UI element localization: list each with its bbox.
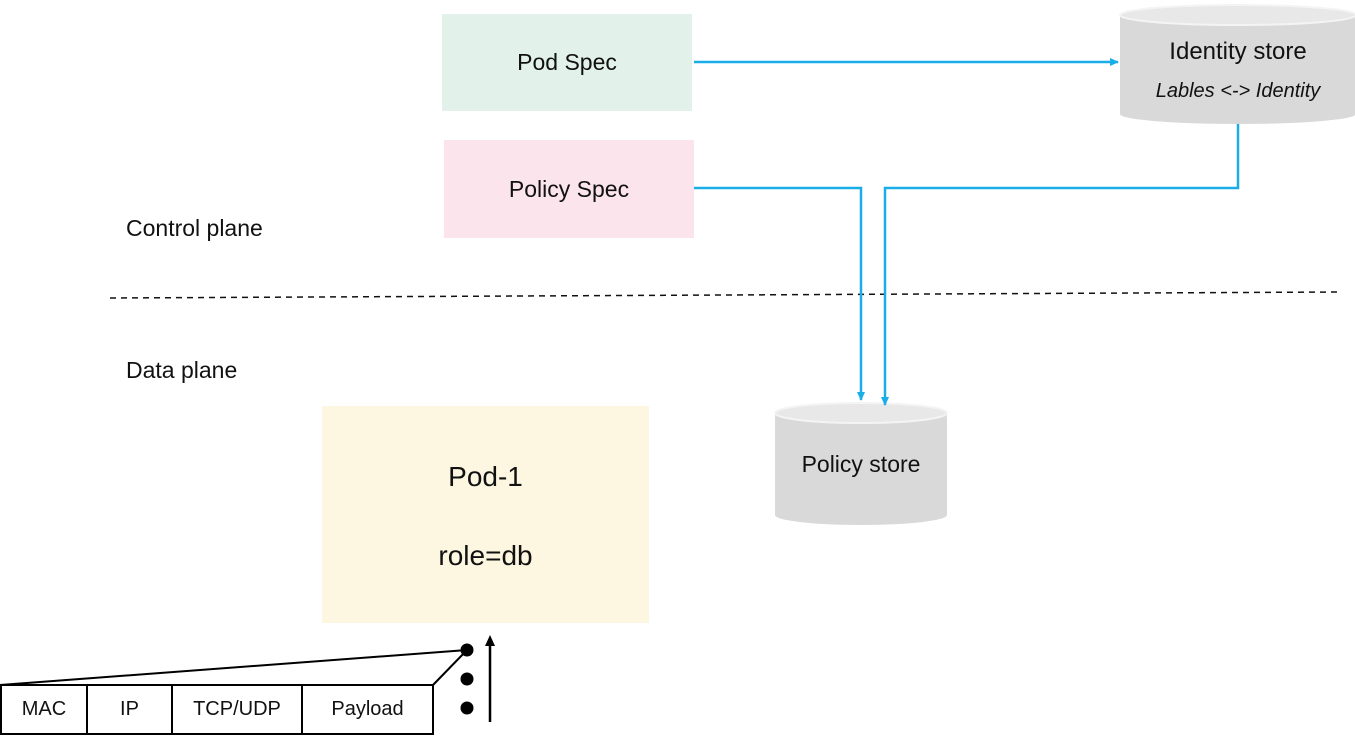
pod-label: role=db [438, 540, 533, 571]
ellipsis-dot [460, 701, 474, 715]
pod-name: Pod-1 [448, 461, 523, 492]
arrow-identity-store-to-policy-store [881, 124, 1240, 406]
arrow-policy-spec-to-policy-store [694, 186, 865, 401]
packet-connector-line [432, 649, 468, 686]
ellipsis-dot [460, 672, 474, 686]
identity-store-subtitle: Lables <-> Identity [1155, 80, 1321, 102]
pod-box [322, 406, 649, 623]
policy-store-title: Policy store [801, 451, 921, 477]
pod-spec-box [442, 14, 692, 111]
pod-spec-label: Pod Spec [517, 49, 617, 75]
policy-spec-label: Policy Spec [508, 175, 630, 202]
packet-connector-line [0, 649, 468, 686]
packet-field-ip: IP [86, 684, 173, 735]
control-plane-label: Control plane [126, 215, 263, 241]
policy-store-cylinder [774, 402, 948, 525]
data-plane-label: Data plane [126, 357, 238, 383]
plane-separator-line [109, 291, 1341, 299]
identity-store-cylinder [1119, 4, 1355, 124]
packet-field-tcp-udp: TCP/UDP [171, 684, 303, 735]
policy-spec-box [444, 140, 694, 238]
packet-field-payload: Payload [301, 684, 434, 735]
identity-store-title: Identity store [1169, 38, 1307, 65]
packet-field-mac: MAC [0, 684, 88, 735]
ellipsis-dot [460, 643, 474, 657]
